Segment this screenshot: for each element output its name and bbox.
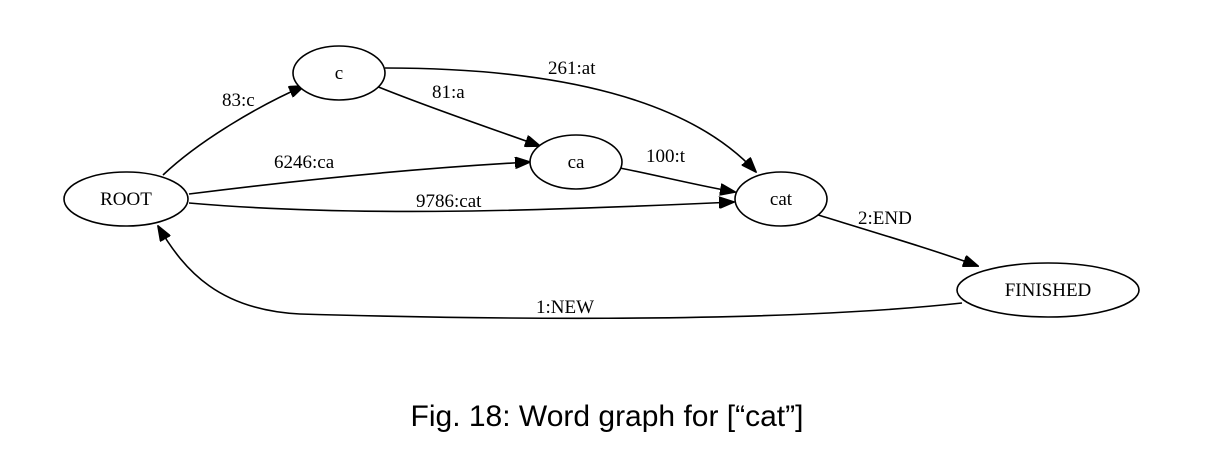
edges	[158, 67, 978, 320]
node-cat: cat	[734, 171, 828, 227]
node-c-label: c	[335, 63, 343, 84]
edge-label-root-c: 83:c	[222, 90, 255, 111]
edge-root-to-c	[162, 86, 304, 176]
edge-label-finished-root: 1:NEW	[536, 297, 594, 318]
word-graph-diagram: 83:c 81:a 261:at 6246:ca 100:t 9786:cat …	[63, 45, 1140, 320]
node-ca-label: ca	[568, 152, 585, 173]
edge-c-to-cat	[384, 67, 756, 172]
edge-label-c-cat: 261:at	[548, 58, 596, 79]
edge-cat-to-finished	[814, 213, 978, 266]
figure-caption: Fig. 18: Word graph for [“cat”]	[410, 400, 804, 433]
node-ca: ca	[529, 134, 623, 190]
edge-label-root-cat: 9786:cat	[416, 191, 482, 212]
edge-finished-to-root	[158, 226, 963, 320]
edge-ca-to-cat	[619, 167, 735, 192]
node-c: c	[292, 45, 386, 101]
edge-root-to-cat	[188, 202, 734, 213]
edge-label-ca-cat: 100:t	[646, 146, 686, 167]
edge-root-to-ca	[188, 162, 530, 195]
edge-c-to-ca	[375, 85, 540, 146]
edge-label-cat-finished: 2:END	[858, 208, 912, 229]
node-cat-label: cat	[770, 189, 793, 210]
edge-label-root-ca: 6246:ca	[274, 152, 335, 173]
node-root: ROOT	[63, 171, 189, 227]
node-finished-label: FINISHED	[1005, 280, 1092, 301]
node-finished: FINISHED	[956, 262, 1140, 318]
edge-labels: 83:c 81:a 261:at 6246:ca 100:t 9786:cat …	[222, 58, 912, 318]
node-root-label: ROOT	[100, 189, 152, 210]
edge-label-c-ca: 81:a	[432, 82, 465, 103]
